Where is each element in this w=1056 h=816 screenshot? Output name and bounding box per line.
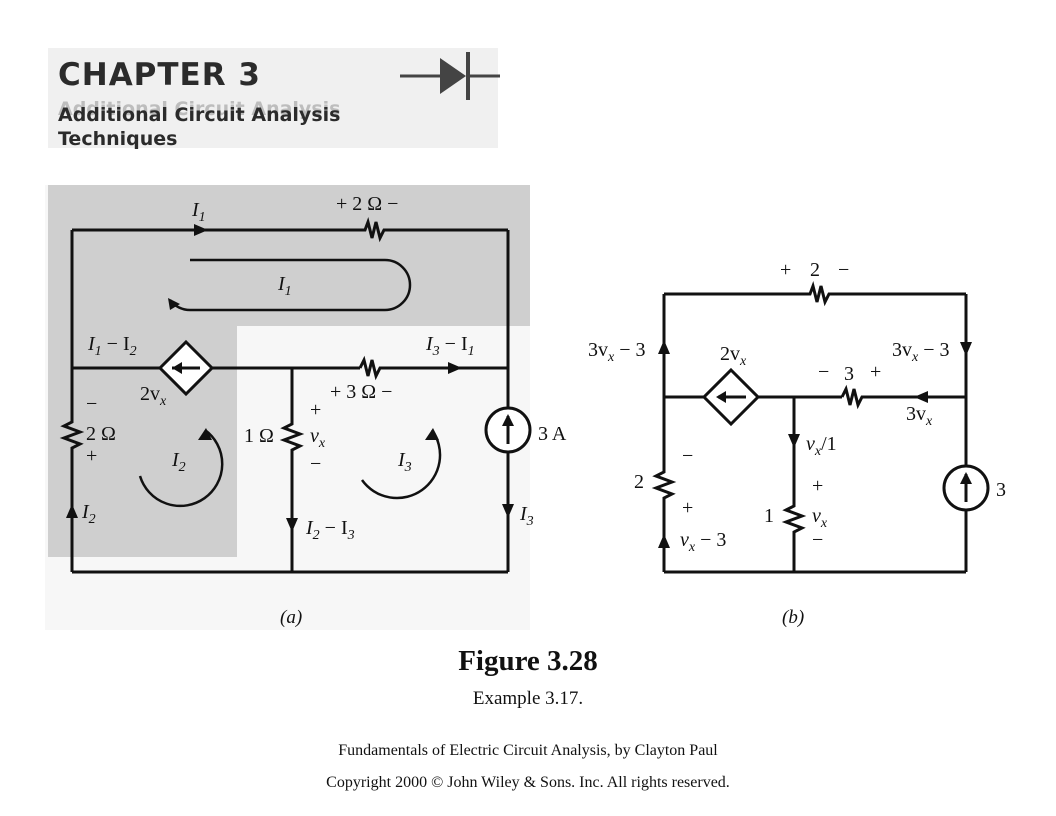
label-a-r-left: 2 Ω: [86, 423, 116, 445]
loop-i3-arrow: [425, 428, 439, 440]
current-source-a: [484, 406, 532, 454]
arrow-left-i2: [66, 504, 78, 518]
label-b-r-left-plus: +: [682, 497, 693, 519]
label-b-vx-over: vx/1: [806, 433, 837, 459]
arrow-top-i1: [194, 224, 208, 236]
chapter-subtitle-line2: Techniques: [58, 128, 178, 150]
label-a-vx-plus: +: [310, 399, 321, 421]
label-b-r-mid-plus: +: [870, 361, 881, 383]
chapter-banner: [48, 48, 498, 148]
label-a-r-left-minus: −: [86, 393, 97, 415]
label-a-loop3: I3: [397, 449, 412, 475]
panel-b-label: (b): [782, 607, 805, 628]
label-b-vx: vx: [812, 505, 828, 531]
label-a-vx-minus: −: [310, 453, 321, 475]
arrow-center-i2i3: [286, 518, 298, 532]
label-a-right-current: I3: [519, 503, 534, 529]
label-a-mid-current: I3 − I1: [425, 333, 475, 359]
label-b-dep-source: 2vx: [720, 343, 747, 369]
label-b-r-left: 2: [634, 471, 644, 493]
label-a-r-left-plus: +: [86, 445, 97, 467]
loop-i1-arrow: [168, 298, 180, 310]
arrow-b-left-up: [658, 340, 670, 354]
label-b-r-mid-minus: −: [818, 361, 829, 383]
circuit-a-wires: [59, 216, 510, 574]
label-b-r-1: 1: [764, 505, 774, 527]
loop-i2-arrow: [198, 428, 212, 440]
label-a-center-current: I2 − I3: [305, 517, 355, 543]
label-b-vx-plus: +: [812, 475, 823, 497]
label-a-r-1ohm: 1 Ω: [244, 425, 274, 447]
diode-logo-icon: [400, 52, 500, 100]
label-b-r-top: 2: [810, 259, 820, 281]
figure-caption: Example 3.17.: [472, 688, 584, 709]
label-b-r-top-minus: −: [838, 259, 849, 281]
arrow-b-mid-left: [914, 391, 928, 403]
label-b-left-bottom: vx − 3: [680, 529, 726, 555]
chapter-subtitle-line1: Additional Circuit Analysis: [58, 104, 341, 126]
circuit-b-wires: [651, 280, 968, 574]
arrow-b-left-bottom-up: [658, 534, 670, 548]
label-a-source: 3 A: [538, 423, 567, 445]
chapter-title: CHAPTER 3: [58, 57, 261, 93]
label-a-dep-source: 2vx: [140, 383, 167, 409]
label-a-r-mid: + 3 Ω −: [330, 381, 392, 403]
label-b-source: 3: [996, 479, 1006, 501]
copyright-notice: Copyright 2000 © John Wiley & Sons. Inc.…: [326, 774, 730, 791]
label-b-r-left-minus: −: [682, 445, 693, 467]
label-b-vx-minus: −: [812, 529, 823, 551]
label-a-loop2: I2: [171, 449, 186, 475]
arrow-b-center-down: [788, 434, 800, 448]
arrow-mid-i3i1: [448, 362, 462, 374]
label-a-vx: vx: [310, 425, 326, 451]
label-b-r-top-plus: +: [780, 259, 791, 281]
arrow-right-i3: [502, 504, 514, 518]
label-b-right-top: 3vx − 3: [892, 339, 950, 365]
label-a-left-current: I2: [81, 501, 96, 527]
banner-ghost-text: Additional Circuit Analysis: [58, 98, 341, 120]
circuit-figure: I1 + 2 Ω − I1 I1 − I2 2vx + 3 Ω − I3 − I…: [48, 185, 1006, 574]
label-a-top-current: I1: [191, 199, 206, 225]
label-b-left-top: 3vx − 3: [588, 339, 646, 365]
dependent-source-a: [157, 339, 215, 397]
label-b-mid-current: 3vx: [906, 403, 933, 429]
current-source-b: [942, 464, 990, 512]
label-a-branch-left: I1 − I2: [87, 333, 137, 359]
dependent-source-b: [701, 367, 761, 427]
loop-i2-path: [138, 428, 224, 508]
loop-i3-path: [360, 429, 442, 500]
figure-title: Figure 3.28: [458, 645, 598, 677]
label-a-r-top: + 2 Ω −: [336, 193, 398, 215]
panel-a-label: (a): [280, 607, 303, 628]
arrow-b-right-down: [960, 342, 972, 356]
label-a-loop1: I1: [277, 273, 292, 299]
label-b-r-mid: 3: [844, 363, 854, 385]
loop-i1-path: [169, 258, 412, 312]
book-credit: Fundamentals of Electric Circuit Analysi…: [338, 742, 718, 759]
